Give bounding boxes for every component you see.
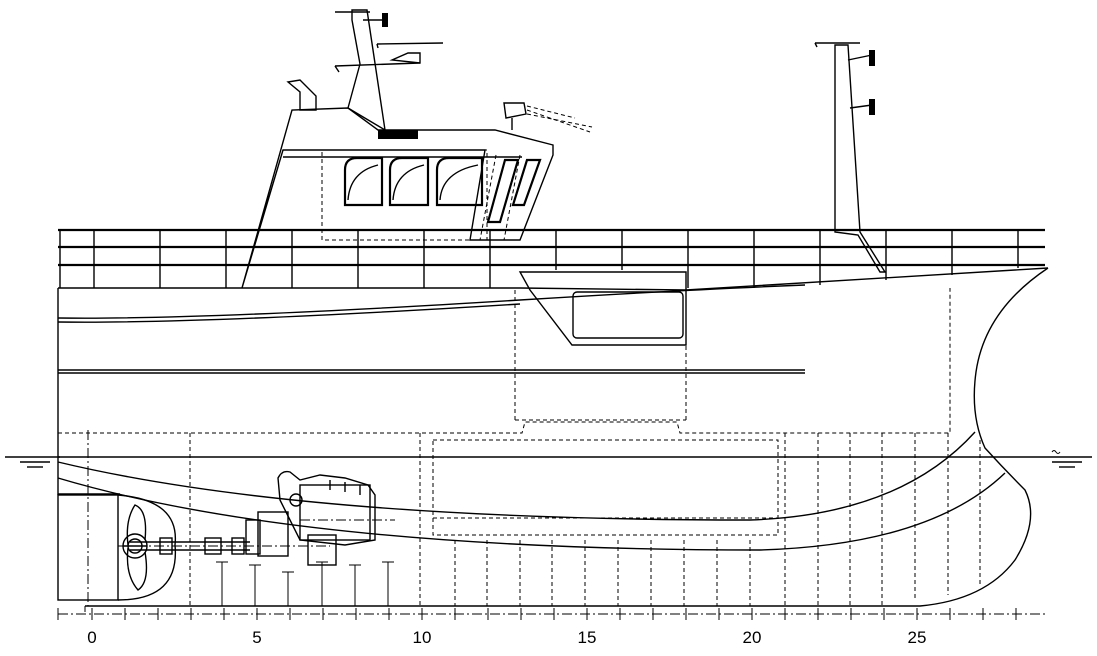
frame-label-25: 25 — [908, 628, 927, 647]
wheelhouse-mast — [286, 9, 444, 132]
hold-outlines — [58, 288, 981, 606]
hatch-structure — [514, 271, 687, 421]
rudder-propeller — [57, 430, 177, 606]
hull — [57, 267, 1049, 612]
bulwark-rails — [58, 228, 1045, 288]
frame-label-10: 10 — [413, 628, 432, 647]
frame-label-5: 5 — [252, 628, 261, 647]
frame-scale: 0 5 10 15 20 25 — [57, 608, 1045, 647]
frame-label-20: 20 — [743, 628, 762, 647]
frame-label-15: 15 — [578, 628, 597, 647]
frame-label-0: 0 — [87, 628, 96, 647]
wheelhouse — [241, 102, 593, 289]
engine-machinery — [118, 470, 395, 606]
forward-mast — [814, 42, 887, 273]
waterline-symbols — [5, 450, 1092, 468]
